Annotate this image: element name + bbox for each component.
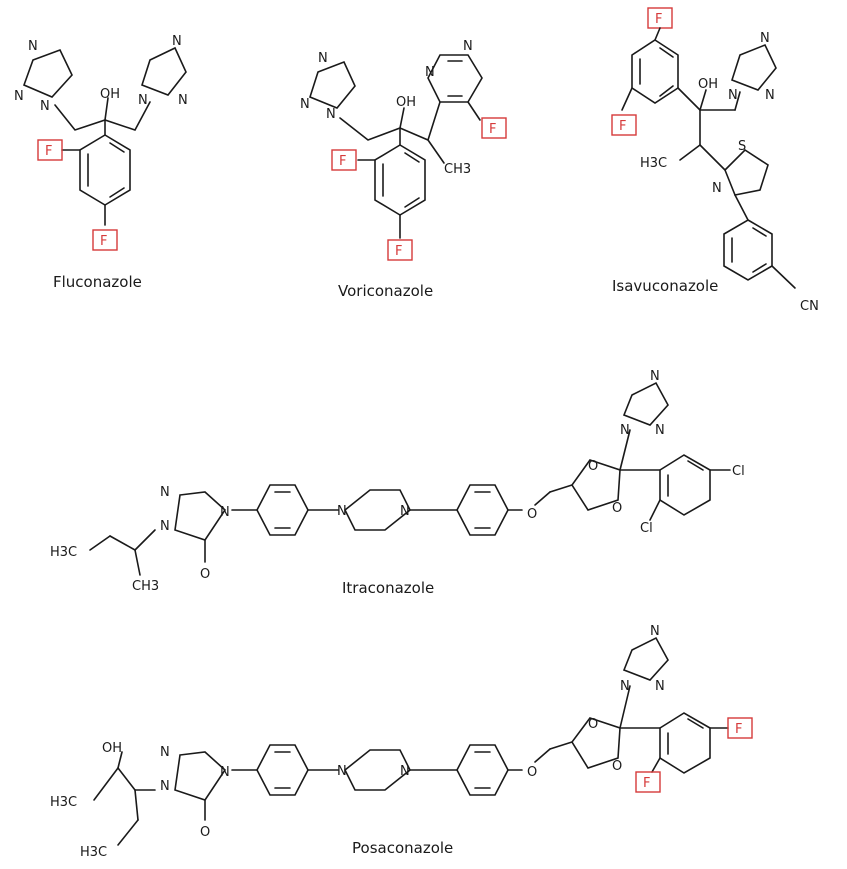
atom-n: N (728, 88, 738, 103)
atom-n: N (620, 679, 630, 694)
atom-n: N (14, 89, 24, 104)
atom-n: N (650, 624, 660, 639)
atom-o: O (527, 765, 537, 780)
atom-n: N (337, 504, 347, 519)
atom-n: N (463, 39, 473, 54)
atom-o: O (612, 501, 622, 516)
atom-f: F (339, 154, 346, 169)
atom-ch3: CH3 (444, 162, 471, 177)
atom-oh: OH (100, 87, 120, 102)
atom-n: N (712, 181, 722, 196)
atom-n: N (160, 485, 170, 500)
atom-n: N (318, 51, 328, 66)
atom-f: F (489, 122, 496, 137)
atom-f: F (643, 776, 650, 791)
atom-n: N (300, 97, 310, 112)
atom-s: S (738, 139, 746, 154)
itraconazole-label: Itraconazole (342, 579, 434, 597)
atom-n: N (40, 99, 50, 114)
atom-n: N (326, 107, 336, 122)
atom-n: N (138, 93, 148, 108)
atom-f: F (45, 144, 52, 159)
posaconazole-structure: N N N O O O F F N N (50, 624, 753, 860)
itraconazole-structure: N N N O O O Cl Cl N N (50, 369, 745, 597)
atom-n: N (765, 88, 775, 103)
fluconazole-label: Fluconazole (53, 273, 142, 291)
atom-oh: OH (396, 95, 416, 110)
fluconazole-structure: N N N N N N OH F F Fluconazole (14, 34, 188, 291)
atom-n: N (172, 34, 182, 49)
atom-n: N (655, 679, 665, 694)
atom-n: N (160, 779, 170, 794)
atom-f: F (655, 12, 662, 27)
atom-n: N (425, 65, 435, 80)
atom-n: N (760, 31, 770, 46)
voriconazole-label: Voriconazole (338, 282, 433, 300)
atom-o: O (200, 825, 210, 840)
atom-n: N (160, 745, 170, 760)
atom-oh: OH (102, 741, 122, 756)
atom-o: O (527, 507, 537, 522)
atom-f: F (395, 244, 402, 259)
atom-cn: CN (800, 299, 819, 314)
isavuconazole-label: Isavuconazole (612, 277, 718, 295)
atom-n: N (400, 504, 410, 519)
atom-n: N (337, 764, 347, 779)
atom-o: O (588, 717, 598, 732)
atom-cl: Cl (640, 521, 653, 536)
atom-ch3: CH3 (132, 579, 159, 594)
atom-cl: Cl (732, 464, 745, 479)
atom-o: O (200, 567, 210, 582)
atom-h3c: H3C (50, 795, 77, 810)
atom-f: F (100, 234, 107, 249)
atom-oh: OH (698, 77, 718, 92)
atom-n: N (650, 369, 660, 384)
atom-f: F (735, 722, 742, 737)
atom-o: O (588, 459, 598, 474)
atom-n: N (220, 505, 230, 520)
atom-n: N (28, 39, 38, 54)
voriconazole-structure: N N N N N OH CH3 F F F Voriconazole (300, 39, 507, 300)
atom-n: N (400, 764, 410, 779)
atom-h3c: H3C (50, 545, 77, 560)
atom-o: O (612, 759, 622, 774)
atom-f: F (619, 119, 626, 134)
atom-n: N (178, 93, 188, 108)
atom-h3c: H3C (80, 845, 107, 860)
atom-h3c: H3C (640, 156, 667, 171)
atom-n: N (655, 423, 665, 438)
atom-n: N (220, 765, 230, 780)
atom-n: N (620, 423, 630, 438)
atom-n: N (160, 519, 170, 534)
isavuconazole-structure: F F OH N N N H3C S N CN (611, 7, 819, 314)
posaconazole-label: Posaconazole (352, 839, 453, 857)
